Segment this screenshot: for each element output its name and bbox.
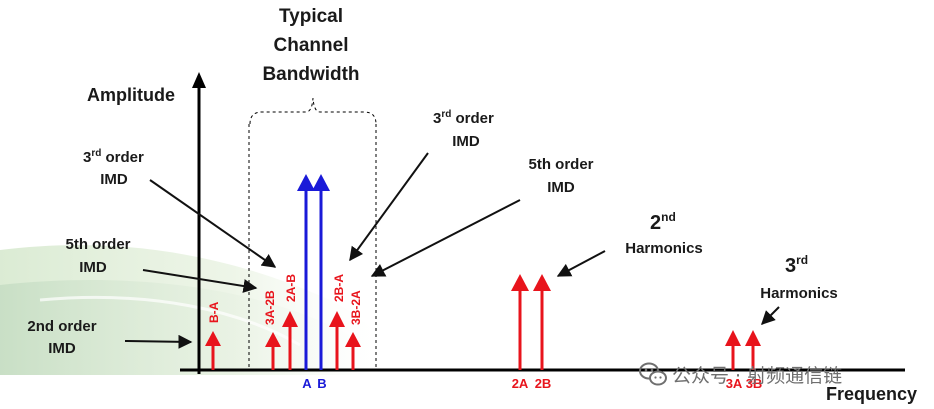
svg-text:5th order: 5th order: [528, 156, 593, 173]
pointer-imd3-left: [149, 179, 277, 268]
callout-imd2-left: 2nd order IMD: [27, 318, 96, 357]
svg-text:5th order: 5th order: [65, 236, 130, 253]
carrier-a-tone: [297, 174, 315, 370]
x-axis-label: Frequency: [826, 384, 917, 404]
wechat-icon: [639, 362, 667, 386]
carrier-a-label: A: [302, 376, 312, 391]
b-minus-a-label: B-A: [207, 301, 221, 323]
harmonic-2a-tone: [511, 274, 529, 370]
2a-minus-b-label: 2A-B: [284, 274, 298, 302]
callout-imd3-right: 3rd order IMD: [433, 109, 494, 150]
harmonic-3b-tone: [745, 330, 761, 370]
harmonic-3a-tone: [725, 330, 741, 370]
svg-text:3rd order: 3rd order: [433, 109, 494, 127]
pointer-imd3-right: [349, 152, 429, 262]
y-axis-label: Amplitude: [87, 85, 175, 105]
bandwidth-bracket: [248, 97, 377, 370]
bandwidth-label-line3: Bandwidth: [262, 64, 359, 85]
bandwidth-label-line2: Channel: [274, 35, 349, 56]
pointer-harmonic-3rd: [761, 306, 780, 325]
svg-text:3rd order: 3rd order: [83, 148, 144, 166]
watermark: 公众号 · 射频通信链: [639, 362, 842, 387]
carrier-b-label: B: [317, 376, 326, 391]
imd3-2a-minus-b-tone: [282, 311, 298, 370]
callout-harmonic-3rd: 3rd Harmonics: [760, 253, 838, 302]
callout-imd3-left: 3rd order IMD: [83, 148, 144, 188]
svg-text:IMD: IMD: [100, 171, 128, 188]
svg-text:2nd: 2nd: [650, 210, 676, 234]
svg-text:2nd order: 2nd order: [27, 318, 96, 335]
bandwidth-label-line1: Typical: [279, 6, 343, 27]
harmonic-2b-tone: [533, 274, 551, 370]
pointer-imd5-right: [370, 199, 521, 277]
imd5-3b-minus-2a-tone: [345, 332, 361, 370]
harmonic-2a-label: 2A: [512, 376, 529, 391]
pointer-harmonic-2nd: [556, 250, 606, 277]
imd3-2b-minus-a-tone: [329, 311, 345, 370]
pointer-imd5-left: [142, 269, 258, 293]
callout-imd5-right: 5th order IMD: [528, 156, 593, 196]
background-swoosh: [0, 245, 390, 375]
harmonic-3a-label: 3A: [726, 376, 743, 391]
3a-minus-2b-label: 3A-2B: [263, 290, 277, 325]
imd2-b-minus-a-tone: [205, 331, 221, 370]
callout-imd5-left: 5th order IMD: [65, 236, 130, 276]
svg-text:IMD: IMD: [79, 259, 107, 276]
svg-text:Harmonics: Harmonics: [625, 240, 703, 257]
svg-text:IMD: IMD: [48, 340, 76, 357]
svg-text:3rd: 3rd: [785, 253, 808, 277]
carrier-b-tone: [312, 174, 330, 370]
watermark-text: 公众号 · 射频通信链: [672, 365, 842, 387]
pointer-imd2-left: [124, 334, 193, 349]
y-axis-arrowhead: [192, 72, 206, 88]
harmonic-3b-label: 3B: [746, 376, 763, 391]
2b-minus-a-label: 2B-A: [332, 274, 346, 302]
svg-text:IMD: IMD: [452, 133, 480, 150]
svg-text:Harmonics: Harmonics: [760, 285, 838, 302]
imd5-3a-minus-2b-tone: [265, 332, 281, 370]
harmonic-2b-label: 2B: [535, 376, 552, 391]
pointer-arrows: [124, 152, 780, 349]
callout-harmonic-2nd: 2nd Harmonics: [625, 210, 703, 257]
svg-text:IMD: IMD: [547, 179, 575, 196]
3b-minus-2a-label: 3B-2A: [349, 290, 363, 325]
